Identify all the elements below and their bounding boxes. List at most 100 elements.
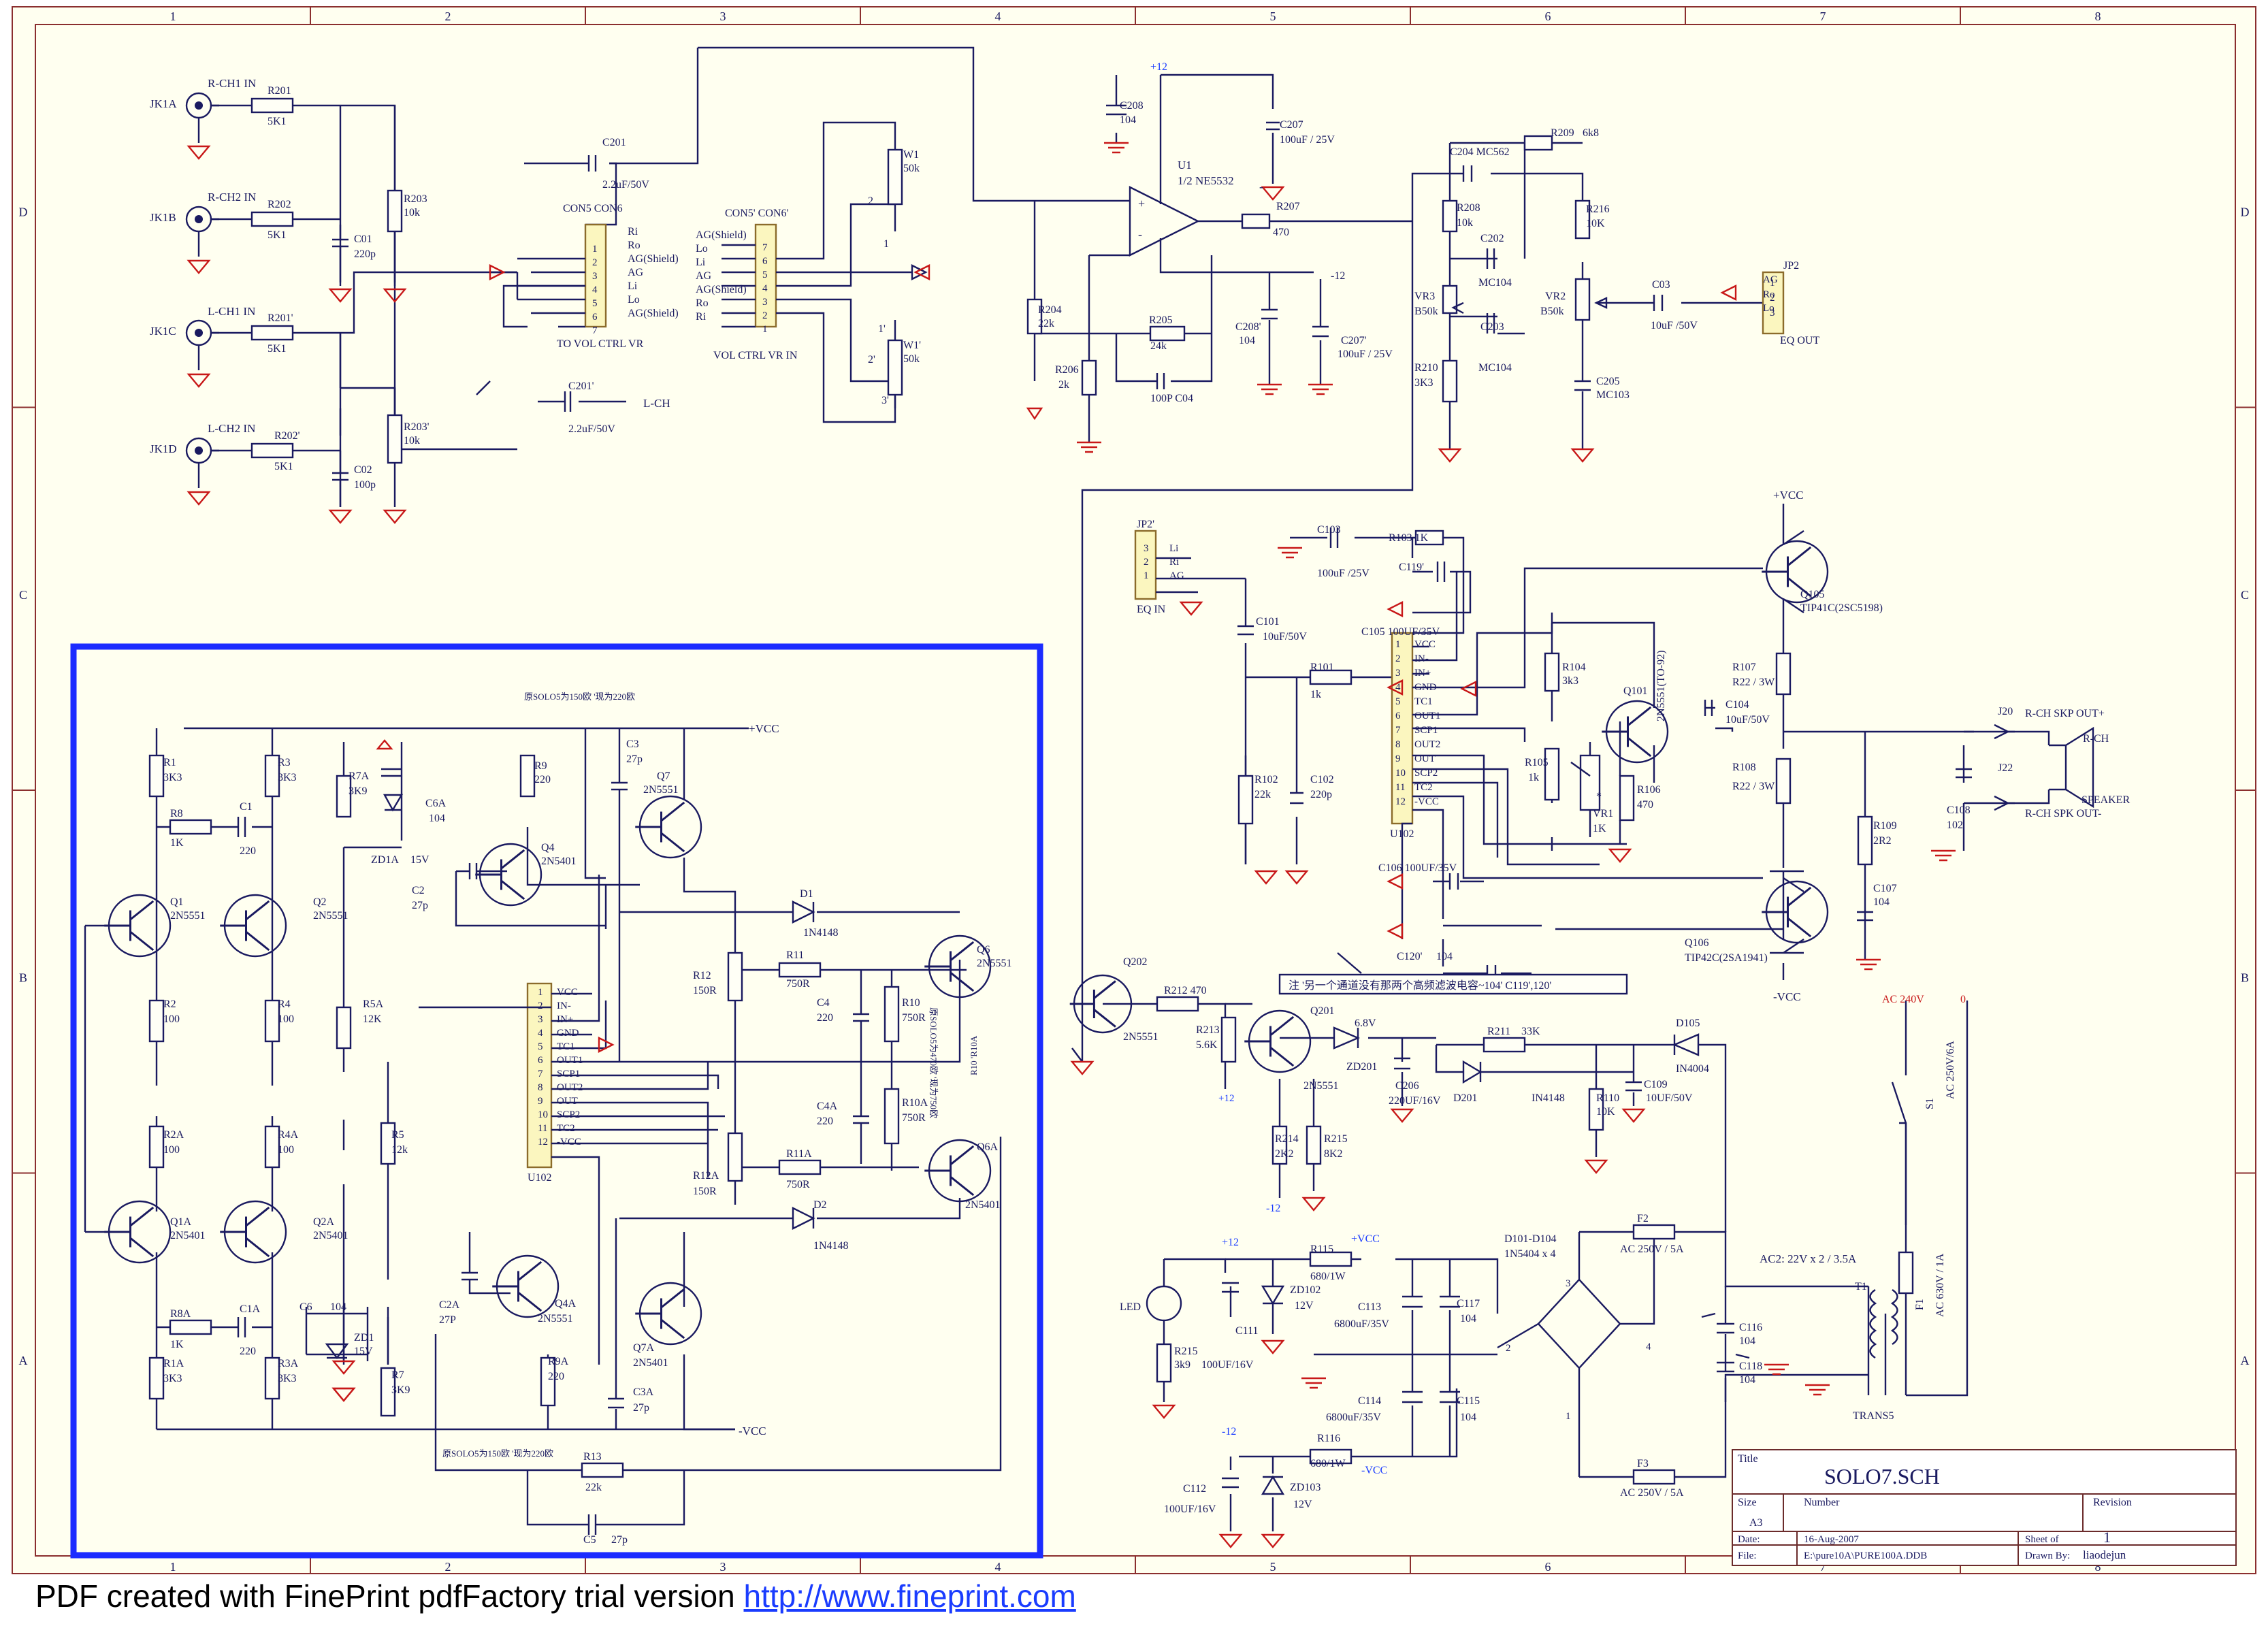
ground-bars-symbol	[1856, 958, 1881, 971]
label-labels-box-q4: Q4	[541, 842, 555, 853]
label-labels-psu-trans: TRANS5	[1853, 1410, 1894, 1422]
label-labels-box-u102_nums-4: 5	[538, 1041, 543, 1052]
label-labels-box-u102_pins-7: OUT2	[557, 1082, 583, 1093]
label-labels-amp-u102_nums-11: 12	[1395, 796, 1406, 807]
label-labels-vol-vol_in: VOL CTRL VR IN	[713, 350, 798, 361]
label-labels-amp-c101: C101	[1256, 616, 1280, 628]
label-labels-box-q7v: 2N5551	[643, 784, 679, 796]
label-labels-amp-u102_pins-1: IN-	[1414, 653, 1429, 664]
label-labels-amp-u102_pins-2: IN+	[1414, 668, 1431, 679]
label-labels-box-r3v: 3K3	[278, 772, 297, 783]
label-labels-amp-u102_nums-9: 10	[1395, 768, 1406, 779]
label-labels-box-c1a: C1A	[240, 1303, 261, 1315]
label-labels-psu-t1: T1	[1855, 1281, 1867, 1292]
label-labels-amp-u102_pins-3: GND	[1414, 682, 1437, 693]
label-labels-box-q2a: Q2A	[313, 1216, 335, 1228]
discrete-amp-box	[70, 643, 1043, 1559]
label-labels-amp-c102v: 220p	[1310, 789, 1332, 800]
label-labels-inputs-r201pv: 5K1	[268, 343, 287, 355]
label-labels-psu-c118v: 104	[1739, 1374, 1755, 1386]
label-labels-box-c3: C3	[626, 738, 639, 750]
label-labels-eq-c202v: MC104	[1478, 277, 1512, 289]
label-labels-box-c2a: C2A	[439, 1299, 460, 1311]
label-labels-preamp-r207v: 470	[1273, 227, 1289, 238]
label-labels-amp-r108: R108	[1732, 762, 1756, 773]
label-labels-eq-vr3: VR3	[1414, 291, 1435, 302]
label-labels-protect-r110: R110	[1596, 1092, 1619, 1104]
label-labels-amp-vr1s: *	[1596, 791, 1602, 802]
label-labels-eq-c205v: MC103	[1596, 389, 1630, 401]
label-labels-vol-w1pv: 50k	[903, 353, 920, 365]
label-labels-vol-pins_l-5: Lo	[628, 294, 640, 306]
label-labels-vol-pins_r-6: Ri	[696, 311, 707, 323]
label-title_block-sheet_label: Sheet of	[2025, 1534, 2059, 1545]
label-labels-amp-u102_nums-3: 4	[1395, 682, 1401, 693]
label-labels-box-u102_pins-6: SCP1	[557, 1069, 580, 1079]
ground-bars-symbol	[1278, 547, 1302, 559]
label-labels-amp-r101v: 1k	[1310, 689, 1321, 700]
label-labels-box-d2v: 1N4148	[813, 1240, 849, 1252]
label-labels-psu-ac2: AC2: 22V x 2 / 3.5A	[1760, 1252, 1857, 1265]
label-labels-psu-f3: F3	[1637, 1458, 1649, 1469]
label-labels-box-u102_pins-9: SCP2	[557, 1109, 580, 1120]
label-labels-box-q2av: 2N5401	[313, 1230, 349, 1241]
label-labels-amp-note: 注 '另一个通道没有那两个高频滤波电容~104' C119',120'	[1289, 979, 1551, 992]
label-labels-box-c2v: 27p	[412, 900, 428, 911]
label-labels-amp-c101v: 10uF/50V	[1263, 631, 1307, 643]
label-labels-box-r2av: 100	[163, 1144, 180, 1156]
label-labels-box-u102_pins-8: OUT	[557, 1096, 578, 1107]
label-labels-amp-u102_nums-10: 11	[1395, 782, 1405, 793]
label-labels-psu-b1: 1	[1566, 1411, 1571, 1422]
label-labels-inputs-r203: R203	[404, 193, 427, 205]
label-labels-amp-u102: U102	[1390, 828, 1414, 840]
label-labels-eq-c203v: MC104	[1478, 362, 1512, 374]
label-labels-eq-vr2: VR2	[1545, 291, 1566, 302]
label-labels-vol-to_vol: TO VOL CTRL VR	[557, 338, 644, 350]
label-labels-vol-con5: CON5 CON6	[563, 203, 623, 214]
label-labels-vol-c201v: 2.2uF/50V	[602, 179, 649, 191]
label-labels-preamp-m12: -12	[1331, 270, 1345, 282]
label-labels-amp-q101v: 2N5551(TO-92)	[1655, 650, 1667, 721]
grid-row-label: C	[2241, 588, 2249, 602]
label-labels-preamp-r205v: 24k	[1150, 340, 1167, 352]
label-labels-psu-zd102: ZD102	[1290, 1284, 1321, 1296]
label-labels-inputs-c02: C02	[354, 464, 372, 476]
transistor-q202	[1069, 974, 1133, 1034]
label-labels-vol-c201: C201	[602, 137, 626, 148]
label-labels-box-u102_pins-2: IN+	[557, 1014, 573, 1025]
label-labels-amp-u102_nums-5: 6	[1395, 711, 1401, 721]
label-labels-eq-vr3v: B50k	[1414, 306, 1438, 317]
label-labels-vol-p1: 1	[884, 238, 889, 250]
label-labels-vol-nums_r-1: 6	[762, 256, 768, 267]
power-amp-section	[1134, 504, 2094, 995]
label-title_block-date: 16-Aug-2007	[1804, 1534, 1859, 1545]
label-labels-box-r13v: 22k	[585, 1482, 602, 1493]
label-labels-amp-r106: R106	[1637, 784, 1661, 796]
ground-symbol	[328, 288, 353, 303]
footer-text: PDF created with FinePrint pdfFactory tr…	[35, 1578, 735, 1614]
label-labels-vol-w1v: 50k	[903, 163, 920, 174]
label-labels-amp-vr1: VR1	[1593, 808, 1613, 819]
label-labels-inputs-jk1d: JK1D	[150, 442, 177, 455]
label-labels-inputs-r202: R202	[268, 199, 291, 210]
grid-row-label: A	[2241, 1354, 2250, 1367]
label-labels-box-c2av: 27P	[439, 1314, 456, 1326]
label-labels-box-q6av: 2N5401	[965, 1199, 1001, 1211]
ground-bars-symbol	[1805, 1384, 1830, 1396]
ground-symbol	[1261, 186, 1285, 201]
label-labels-vol-nums_l-1: 2	[592, 257, 598, 268]
label-labels-protect-r215v: 8K2	[1324, 1148, 1343, 1160]
label-labels-inputs-r203v: 10k	[404, 207, 420, 218]
transistor-q1a	[104, 1200, 172, 1264]
label-labels-box-r12: R12	[693, 970, 711, 981]
label-labels-amp-r107: R107	[1732, 662, 1756, 673]
label-labels-vol-pins_l-2: AG(Shield)	[628, 253, 679, 265]
label-labels-box-q4av: 2N5551	[538, 1313, 573, 1324]
label-labels-psu-m12: -12	[1222, 1426, 1236, 1437]
footer-link[interactable]: http://www.fineprint.com	[743, 1578, 1076, 1614]
label-labels-protect-r212: R212 470	[1164, 985, 1207, 996]
label-labels-inputs-jk1a: JK1A	[150, 97, 177, 110]
label-labels-amp-mvcc: -VCC	[1773, 990, 1801, 1003]
label-labels-amp-r104: R104	[1562, 662, 1586, 673]
label-labels-psu-r116: R116	[1317, 1433, 1340, 1444]
